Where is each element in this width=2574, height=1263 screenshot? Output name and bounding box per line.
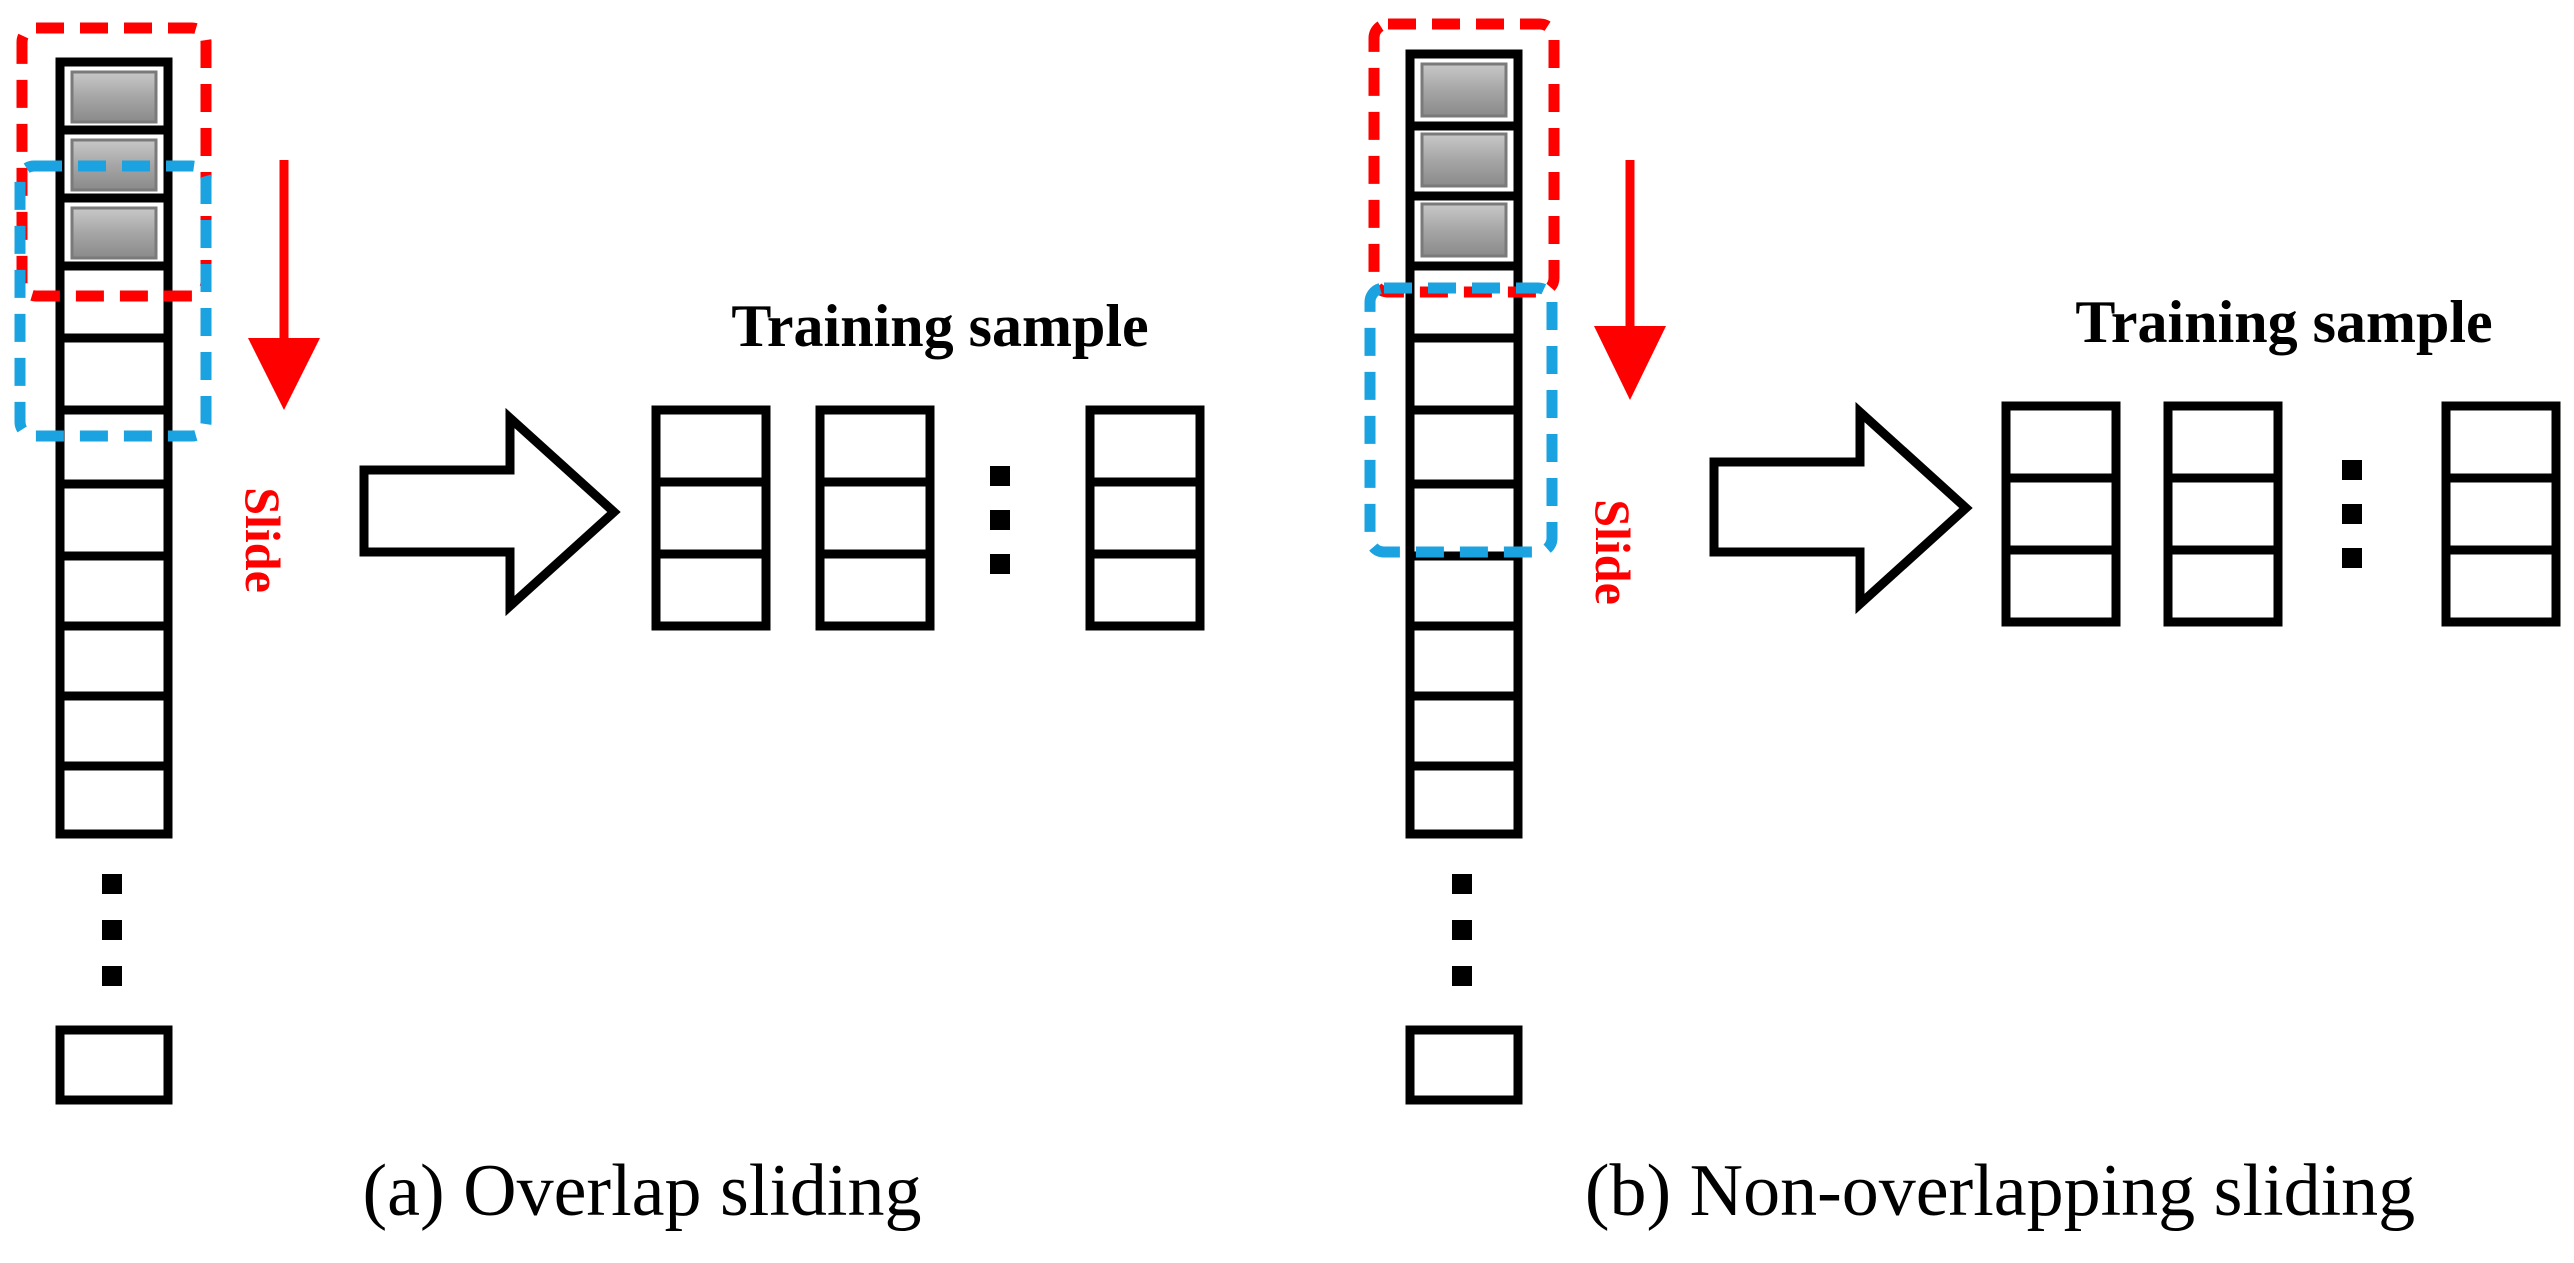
training-sample-block <box>1085 405 1205 631</box>
training-sample-block <box>651 405 771 631</box>
sequence-last-cell <box>55 1025 173 1105</box>
slide-label: Slide <box>235 487 291 593</box>
training-sample-title: Training sample <box>2075 289 2492 355</box>
highlighted-cell <box>70 206 158 260</box>
highlighted-cell <box>70 70 158 124</box>
highlighted-cells <box>1420 62 1508 258</box>
sequence-column <box>55 57 173 839</box>
panel-non-overlapping-sliding: Slide Training sample <box>1364 18 2561 1232</box>
training-sample-block <box>2441 401 2561 627</box>
training-samples <box>651 405 1205 631</box>
arrow-down-icon <box>248 160 320 410</box>
panel-caption: (a) Overlap sliding <box>363 1150 922 1232</box>
training-sample-block <box>2163 401 2283 627</box>
sequence-last-cell <box>1405 1025 1523 1105</box>
window-2-blue <box>1364 282 1558 558</box>
vertical-ellipsis-icon <box>2342 460 2362 568</box>
vertical-ellipsis-icon <box>990 466 1010 574</box>
training-samples <box>2001 401 2561 627</box>
panel-caption: (b) Non-overlapping sliding <box>1585 1150 2415 1232</box>
training-sample-block <box>815 405 935 631</box>
training-sample-title: Training sample <box>731 293 1148 359</box>
arrow-down-icon <box>1594 160 1666 400</box>
training-sample-block <box>2001 401 2121 627</box>
arrow-right-icon <box>359 407 621 617</box>
vertical-ellipsis-icon <box>1452 874 1472 986</box>
panel-overlap-sliding: Slide Training sample <box>14 22 1205 1232</box>
highlighted-cell <box>1420 62 1508 118</box>
highlighted-cell <box>1420 132 1508 188</box>
slide-label: Slide <box>1585 499 1641 605</box>
highlighted-cell <box>1420 202 1508 258</box>
vertical-ellipsis-icon <box>102 874 122 986</box>
window-1-red <box>1368 18 1560 298</box>
arrow-right-icon <box>1709 401 1973 615</box>
